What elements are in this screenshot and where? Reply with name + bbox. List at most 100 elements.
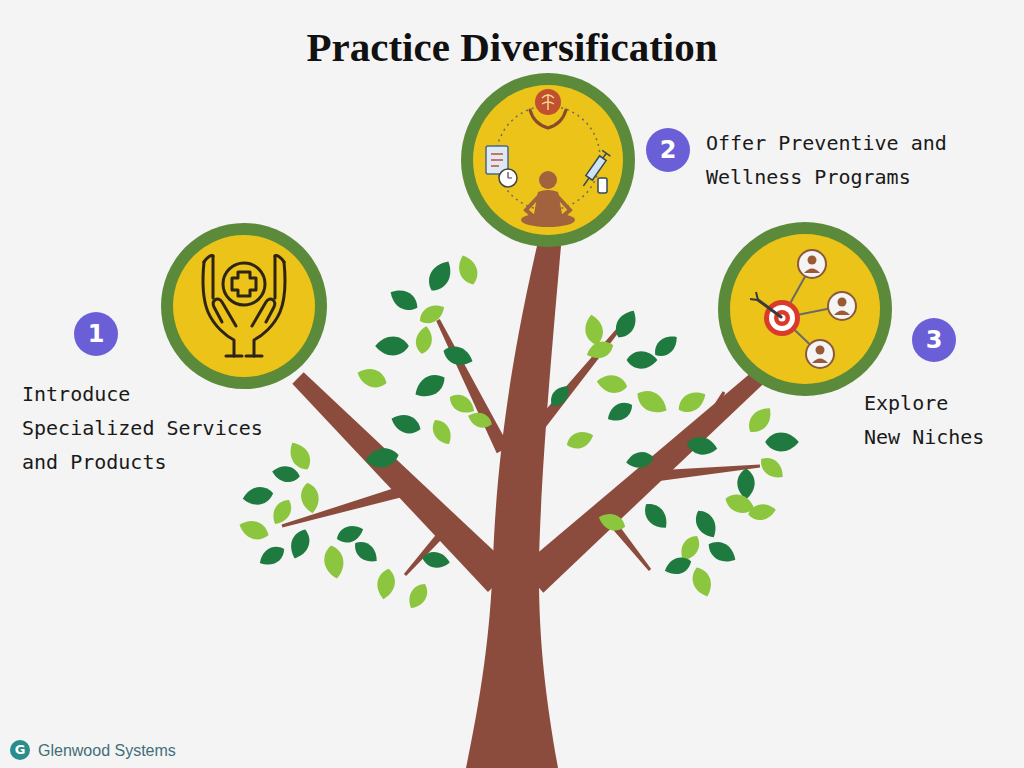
leaf	[546, 382, 573, 410]
leaf	[604, 398, 636, 426]
vial	[598, 178, 607, 193]
leaf	[564, 428, 596, 452]
icon-disc	[473, 85, 623, 235]
leaf	[633, 385, 672, 418]
clipboard-lines	[491, 154, 503, 166]
niche-icon	[750, 250, 856, 368]
leaf	[756, 453, 788, 483]
left-hand	[203, 255, 242, 356]
holding-hands	[530, 110, 566, 128]
leaf	[441, 343, 476, 370]
leaf	[334, 522, 366, 546]
target-arrow	[758, 300, 781, 317]
hand-finger	[204, 255, 213, 262]
hand-finger	[274, 256, 277, 298]
tree-trunk	[466, 246, 561, 768]
leaf	[595, 373, 628, 395]
person-body	[834, 311, 850, 316]
hand-thumb	[252, 299, 275, 326]
hand-thumb	[213, 299, 236, 326]
hand-outline	[254, 262, 285, 356]
person-legs	[521, 213, 575, 227]
step-node: 2 Offer Preventive and Wellness Programs	[646, 126, 958, 200]
right-hand	[246, 255, 285, 356]
person-head	[816, 346, 825, 355]
badge-circle	[646, 128, 690, 172]
tree-branch	[329, 399, 364, 450]
step-caption: Explore New Niches	[864, 386, 990, 454]
leaf	[299, 481, 321, 514]
leaf	[404, 580, 432, 612]
icon-ring	[718, 222, 892, 396]
brain-badge	[535, 89, 561, 115]
leaf	[389, 411, 424, 438]
leaf	[765, 433, 799, 452]
leaf	[268, 496, 296, 528]
clock-hands	[508, 172, 512, 178]
hand-finger	[275, 255, 284, 262]
leaf	[414, 325, 434, 355]
leaf	[611, 306, 641, 341]
callout-number: 2	[646, 128, 690, 172]
logo-letter: G	[10, 740, 30, 760]
logo-circle	[10, 740, 30, 760]
leaf	[423, 257, 456, 296]
leaf	[375, 337, 409, 356]
tree-branch	[282, 487, 402, 528]
leaf	[411, 369, 450, 402]
leaf	[584, 338, 616, 362]
leaf	[375, 567, 397, 600]
callout-number: 1	[74, 312, 118, 356]
syringe-barrel	[586, 156, 606, 180]
icon-ring	[461, 73, 635, 247]
person-circle	[806, 340, 834, 368]
person-head	[838, 298, 847, 307]
leaf	[737, 469, 754, 500]
step-node: 1Introduce Specialized Services and Prod…	[22, 312, 272, 478]
person-torso	[534, 190, 562, 214]
leaf	[662, 554, 694, 578]
leaf	[743, 403, 776, 438]
leaf	[350, 537, 382, 567]
person-head	[539, 171, 557, 189]
callout-number: 3	[912, 318, 956, 362]
hand-wrist	[246, 355, 262, 358]
leaf	[685, 435, 718, 457]
leaf	[416, 300, 448, 328]
tree-branch	[521, 368, 768, 593]
icon-disc	[730, 234, 880, 384]
step-caption: Introduce Specialized Services and Produ…	[22, 377, 268, 479]
leaf	[674, 387, 709, 417]
arrow-fletching	[750, 292, 758, 300]
leaf	[237, 517, 272, 544]
leaf	[421, 550, 451, 570]
badge-circle	[912, 318, 956, 362]
step-caption: Offer Preventive and Wellness Programs	[706, 126, 952, 194]
leaf	[455, 253, 482, 288]
leaf	[627, 351, 658, 368]
hand-finger	[212, 256, 215, 298]
leaf	[639, 499, 672, 534]
number-badge: 1	[74, 312, 118, 356]
wellness-icon	[486, 89, 610, 227]
number-badge: 2	[646, 128, 690, 172]
person-circle	[828, 292, 856, 320]
hand-wrist	[226, 355, 242, 358]
icon-ring	[161, 223, 327, 389]
watermark: Glenwood Systems	[38, 741, 198, 761]
step-node: 3Explore New Niches	[864, 318, 992, 460]
plus-sign	[232, 272, 256, 296]
person-head	[808, 256, 817, 265]
leaf	[747, 502, 777, 522]
leaf	[322, 544, 346, 580]
icon-circles	[161, 73, 892, 396]
leaf	[625, 450, 655, 470]
leaf	[596, 510, 628, 534]
person-circle	[798, 250, 826, 278]
brain-lines	[542, 94, 554, 110]
leaf	[355, 365, 390, 392]
leaf	[271, 464, 301, 484]
care-hands-icon	[203, 255, 285, 356]
